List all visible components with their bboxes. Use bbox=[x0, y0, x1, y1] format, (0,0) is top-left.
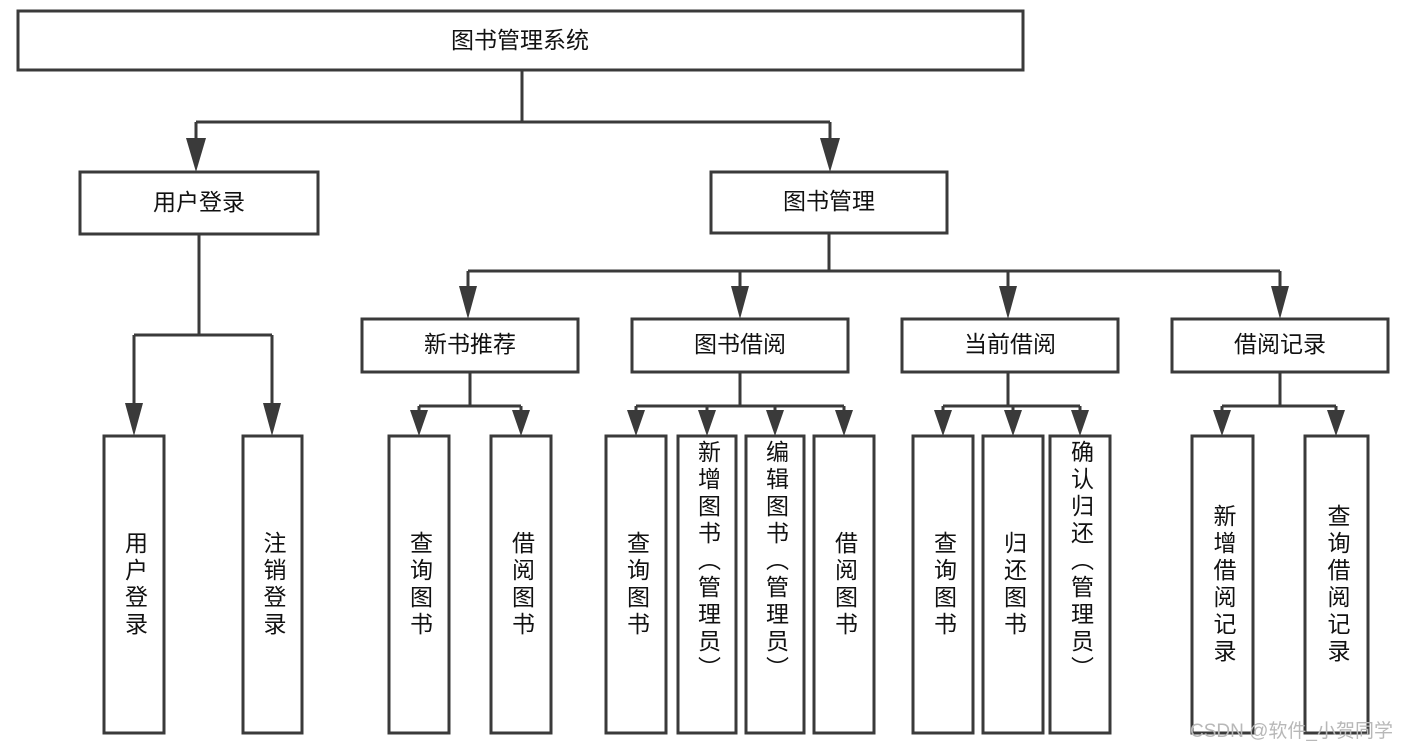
leaf-logout-label-wrap: 注销登录 bbox=[243, 436, 302, 733]
leaf-return-book-box[interactable] bbox=[981, 434, 1045, 735]
node-borrow-record-label: 借阅记录 bbox=[1234, 331, 1326, 357]
leaf-edit-book-label: 编辑图书（管理员） bbox=[762, 440, 789, 683]
leaf-edit-book-box[interactable] bbox=[744, 434, 806, 735]
leaf-query-book-3[interactable]: 查询图书 bbox=[913, 436, 973, 733]
leaf-borrow-book-2-label: 借阅图书 bbox=[831, 530, 858, 639]
node-borrow-record[interactable]: 借阅记录 bbox=[1170, 317, 1390, 374]
leaf-query-book-2-box[interactable] bbox=[604, 434, 668, 735]
leaf-add-record[interactable]: 新增借阅记录 bbox=[1192, 436, 1253, 733]
leaf-query-book-1-box[interactable] bbox=[387, 434, 451, 735]
leaf-query-book-3-box[interactable] bbox=[911, 434, 975, 735]
node-borrow-record-box[interactable] bbox=[1170, 317, 1390, 374]
leaf-user-login-box[interactable] bbox=[102, 434, 166, 735]
leaf-borrow-book-2[interactable]: 借阅图书 bbox=[814, 436, 874, 733]
leaf-add-book-label-wrap: 新增图书（管理员） bbox=[678, 440, 736, 730]
arrow-newbook-leaf-1 bbox=[410, 410, 428, 436]
leaf-query-book-2[interactable]: 查询图书 bbox=[606, 436, 666, 733]
leaf-box-layer bbox=[102, 434, 1370, 735]
leaf-edit-book[interactable]: 编辑图书（管理员） bbox=[746, 440, 804, 730]
leaf-edit-book-label-wrap: 编辑图书（管理员） bbox=[746, 440, 804, 730]
leaf-query-book-1-label: 查询图书 bbox=[406, 530, 433, 639]
arrow-bm-to-newbook bbox=[459, 286, 477, 319]
leaf-return-book-label-wrap: 归还图书 bbox=[983, 436, 1043, 733]
leaf-borrow-book-1-box[interactable] bbox=[489, 434, 553, 735]
node-book-borrow[interactable]: 图书借阅 bbox=[630, 317, 850, 374]
leaf-borrow-book-2-label-wrap: 借阅图书 bbox=[814, 436, 874, 733]
arrow-root-to-userlogin bbox=[186, 138, 206, 172]
leaf-borrow-book-2-box[interactable] bbox=[812, 434, 876, 735]
leaf-add-book-label: 新增图书（管理员） bbox=[694, 440, 721, 683]
node-user-login-label: 用户登录 bbox=[153, 189, 245, 215]
leaf-return-book-label: 归还图书 bbox=[1000, 530, 1027, 639]
node-user-login-box[interactable] bbox=[78, 170, 320, 236]
leaf-add-record-box[interactable] bbox=[1190, 434, 1255, 735]
node-new-book-rec-box[interactable] bbox=[360, 317, 580, 374]
arrow-userlogin-leaf-2 bbox=[263, 403, 281, 436]
leaf-query-book-3-label-wrap: 查询图书 bbox=[913, 436, 973, 733]
node-current-borrow-box[interactable] bbox=[900, 317, 1120, 374]
leaf-logout-box[interactable] bbox=[241, 434, 304, 735]
node-book-manage[interactable]: 图书管理 bbox=[709, 170, 949, 235]
leaf-query-book-2-label-wrap: 查询图书 bbox=[606, 436, 666, 733]
arrow-br-leaf-1 bbox=[1213, 410, 1231, 436]
arrow-bm-to-borrowrecord bbox=[1271, 286, 1289, 319]
arrow-bm-to-currentborrow bbox=[999, 286, 1017, 319]
leaf-query-record-label: 查询借阅记录 bbox=[1324, 503, 1350, 666]
leaf-confirm-return-label-wrap: 确认归还（管理员） bbox=[1050, 440, 1110, 730]
arrow-cb-leaf-1 bbox=[934, 410, 952, 436]
leaf-confirm-return-box[interactable] bbox=[1048, 434, 1112, 735]
leaf-confirm-return-label: 确认归还（管理员） bbox=[1067, 440, 1094, 683]
leaf-borrow-book-1-label-wrap: 借阅图书 bbox=[491, 436, 551, 733]
arrow-cb-leaf-3 bbox=[1071, 410, 1089, 436]
node-book-borrow-box[interactable] bbox=[630, 317, 850, 374]
leaf-query-book-2-label: 查询图书 bbox=[623, 530, 650, 639]
leaf-user-login-label-wrap: 用户登录 bbox=[104, 436, 164, 733]
leaf-query-book-3-label: 查询图书 bbox=[930, 530, 957, 639]
node-new-book-rec-label: 新书推荐 bbox=[424, 331, 516, 357]
leaf-query-book-1-label-wrap: 查询图书 bbox=[389, 436, 449, 733]
arrow-br-leaf-2 bbox=[1327, 410, 1345, 436]
arrow-cb-leaf-2 bbox=[1004, 410, 1022, 436]
arrow-bm-to-bookborrow bbox=[731, 286, 749, 319]
leaf-user-login[interactable]: 用户登录 bbox=[104, 436, 164, 733]
leaf-query-record-box[interactable] bbox=[1303, 434, 1370, 735]
arrow-bb-leaf-2 bbox=[698, 410, 716, 436]
leaf-add-book[interactable]: 新增图书（管理员） bbox=[678, 440, 736, 730]
node-book-manage-label: 图书管理 bbox=[783, 188, 875, 214]
leaf-query-record[interactable]: 查询借阅记录 bbox=[1305, 436, 1368, 733]
leaf-logout-label: 注销登录 bbox=[260, 530, 286, 639]
arrow-userlogin-leaf-1 bbox=[125, 403, 143, 436]
arrow-bb-leaf-4 bbox=[835, 410, 853, 436]
node-user-login[interactable]: 用户登录 bbox=[78, 170, 320, 236]
arrow-bb-leaf-3 bbox=[766, 410, 784, 436]
arrow-newbook-leaf-2 bbox=[512, 410, 530, 436]
node-root-label: 图书管理系统 bbox=[451, 27, 589, 53]
leaf-query-record-label-wrap: 查询借阅记录 bbox=[1305, 436, 1368, 733]
node-new-book-rec[interactable]: 新书推荐 bbox=[360, 317, 580, 374]
leaf-add-record-label-wrap: 新增借阅记录 bbox=[1192, 436, 1253, 733]
node-root-box[interactable] bbox=[16, 9, 1025, 72]
connector-layer bbox=[125, 70, 1345, 436]
leaf-add-book-box[interactable] bbox=[676, 434, 738, 735]
leaf-confirm-return[interactable]: 确认归还（管理员） bbox=[1050, 440, 1110, 730]
leaf-query-book-1[interactable]: 查询图书 bbox=[389, 436, 449, 733]
leaf-add-record-label: 新增借阅记录 bbox=[1210, 503, 1236, 666]
node-book-borrow-label: 图书借阅 bbox=[694, 331, 786, 357]
node-book-manage-box[interactable] bbox=[709, 170, 949, 235]
leaf-borrow-book-1[interactable]: 借阅图书 bbox=[491, 436, 551, 733]
leaf-return-book[interactable]: 归还图书 bbox=[983, 436, 1043, 733]
arrow-bb-leaf-1 bbox=[627, 410, 645, 436]
leaf-logout[interactable]: 注销登录 bbox=[243, 436, 302, 733]
leaf-user-login-label: 用户登录 bbox=[121, 530, 148, 639]
node-current-borrow[interactable]: 当前借阅 bbox=[900, 317, 1120, 374]
arrow-root-to-bookmanage bbox=[820, 138, 840, 172]
node-current-borrow-label: 当前借阅 bbox=[964, 331, 1056, 357]
node-root[interactable]: 图书管理系统 bbox=[16, 9, 1025, 72]
leaf-borrow-book-1-label: 借阅图书 bbox=[508, 530, 535, 639]
